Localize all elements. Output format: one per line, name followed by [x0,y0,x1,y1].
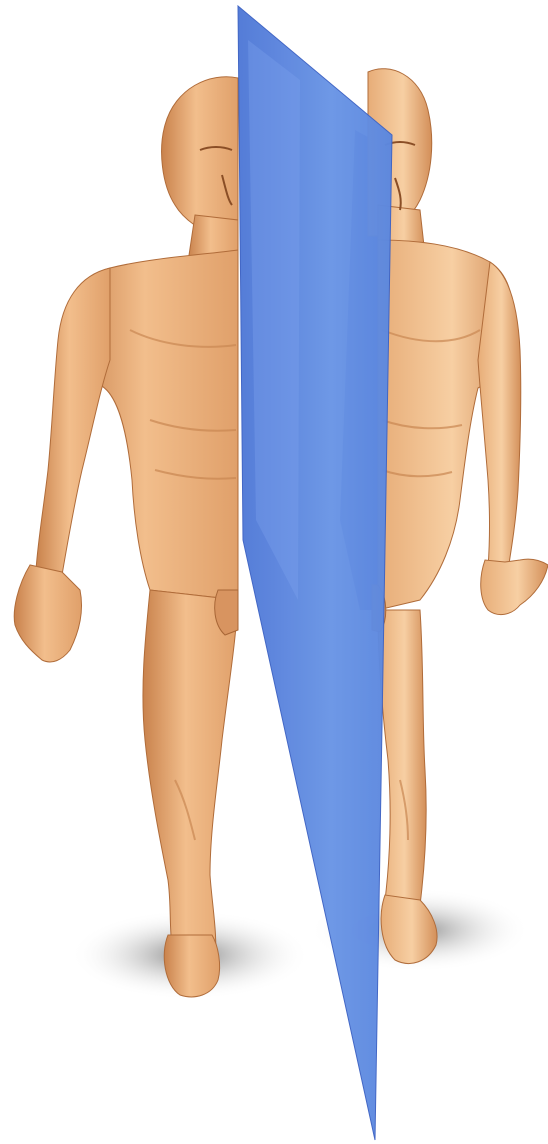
left-hand [14,565,81,662]
right-leg [378,610,426,905]
left-arm [36,268,110,575]
left-body-half [14,77,238,997]
left-leg [143,590,238,965]
left-foot [164,935,219,997]
right-arm [478,262,521,570]
right-body-half [368,69,548,964]
right-hand [481,559,548,614]
